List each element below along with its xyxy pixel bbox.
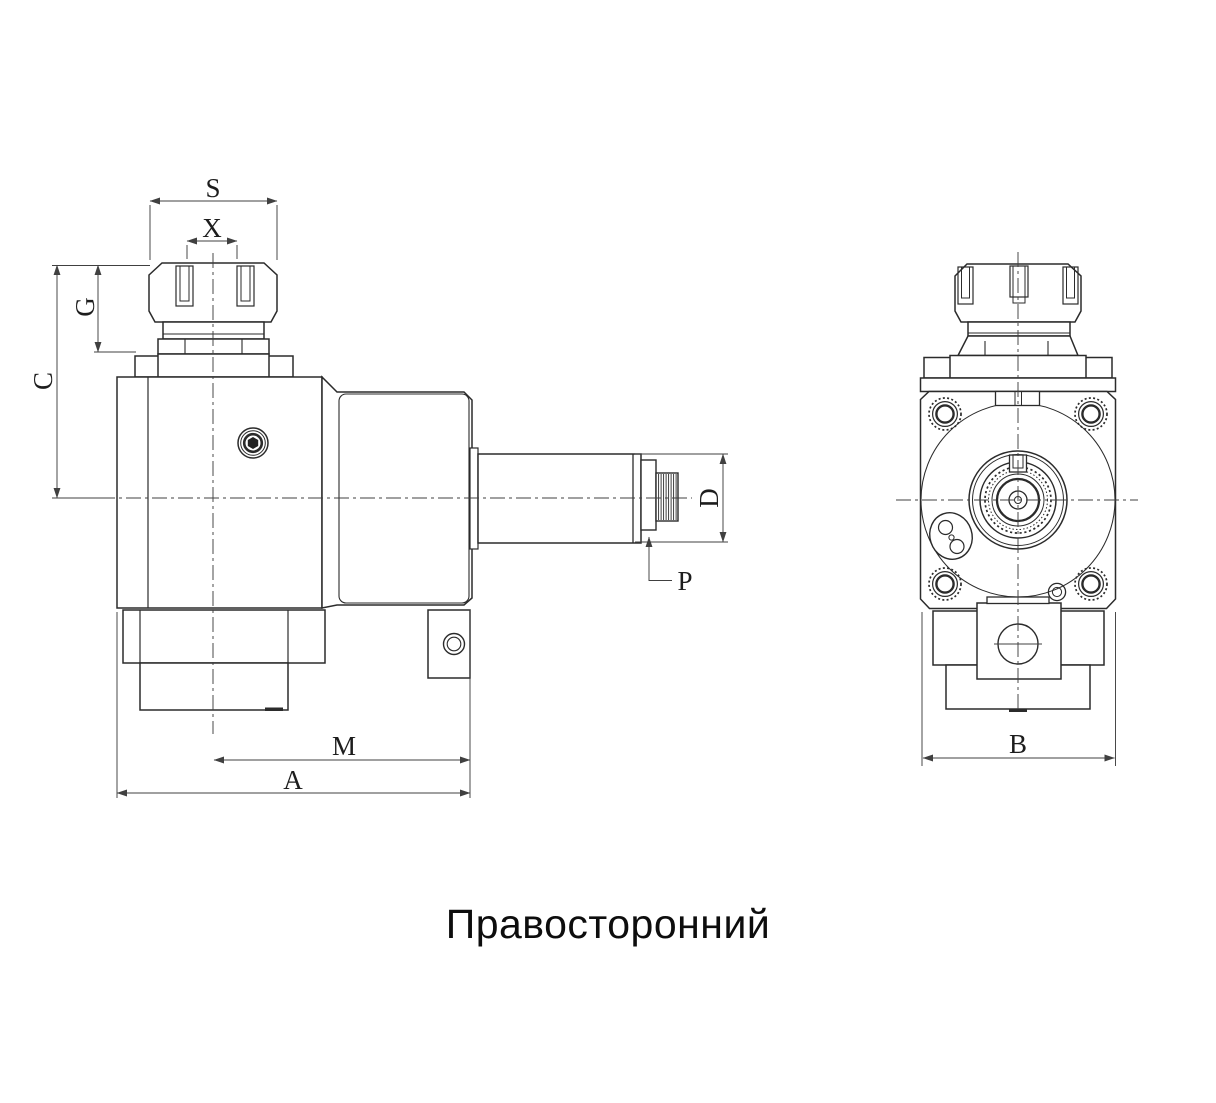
centerlines [100,252,1138,734]
dim-label-m: M [332,731,356,761]
dimension-g [94,264,136,353]
screw-bottom-left [928,567,962,601]
gear-housing-side [321,375,473,609]
dim-label-c: C [28,372,58,390]
dimension-s [149,197,278,260]
main-body-side [116,376,323,609]
lube-port-cluster [929,512,973,560]
bottom-flange-side [122,609,326,711]
dim-label-s: S [205,173,220,203]
dim-label-p: P [677,566,692,596]
spline-coupling [655,472,679,522]
screw-top-right [1074,397,1108,431]
dimension-x [186,237,238,259]
side-view [116,262,679,711]
dim-label-a: A [283,765,303,795]
screw-top-left [928,397,962,431]
corner-screws [928,397,1108,601]
drive-shaft [469,447,679,550]
leader-p [645,536,672,581]
spindle-collar-side [134,321,294,378]
dim-label-g: G [70,297,100,317]
bottom-flange-front [932,596,1105,712]
mounting-plate [427,609,471,679]
set-screw-side [237,427,269,459]
dimension-a [116,610,471,798]
drawing-caption: Правосторонний [445,901,771,947]
spindle-collar-front [919,321,1117,393]
dimension-labels: S X C G D P M A B [28,173,1027,795]
dim-label-x: X [202,213,222,243]
dimension-b [921,612,1116,766]
screw-bottom-right [1074,567,1108,601]
dim-label-b: B [1009,729,1027,759]
pin-hole [1047,582,1067,602]
dimension-lines [52,197,1116,798]
dim-label-d: D [694,488,724,508]
